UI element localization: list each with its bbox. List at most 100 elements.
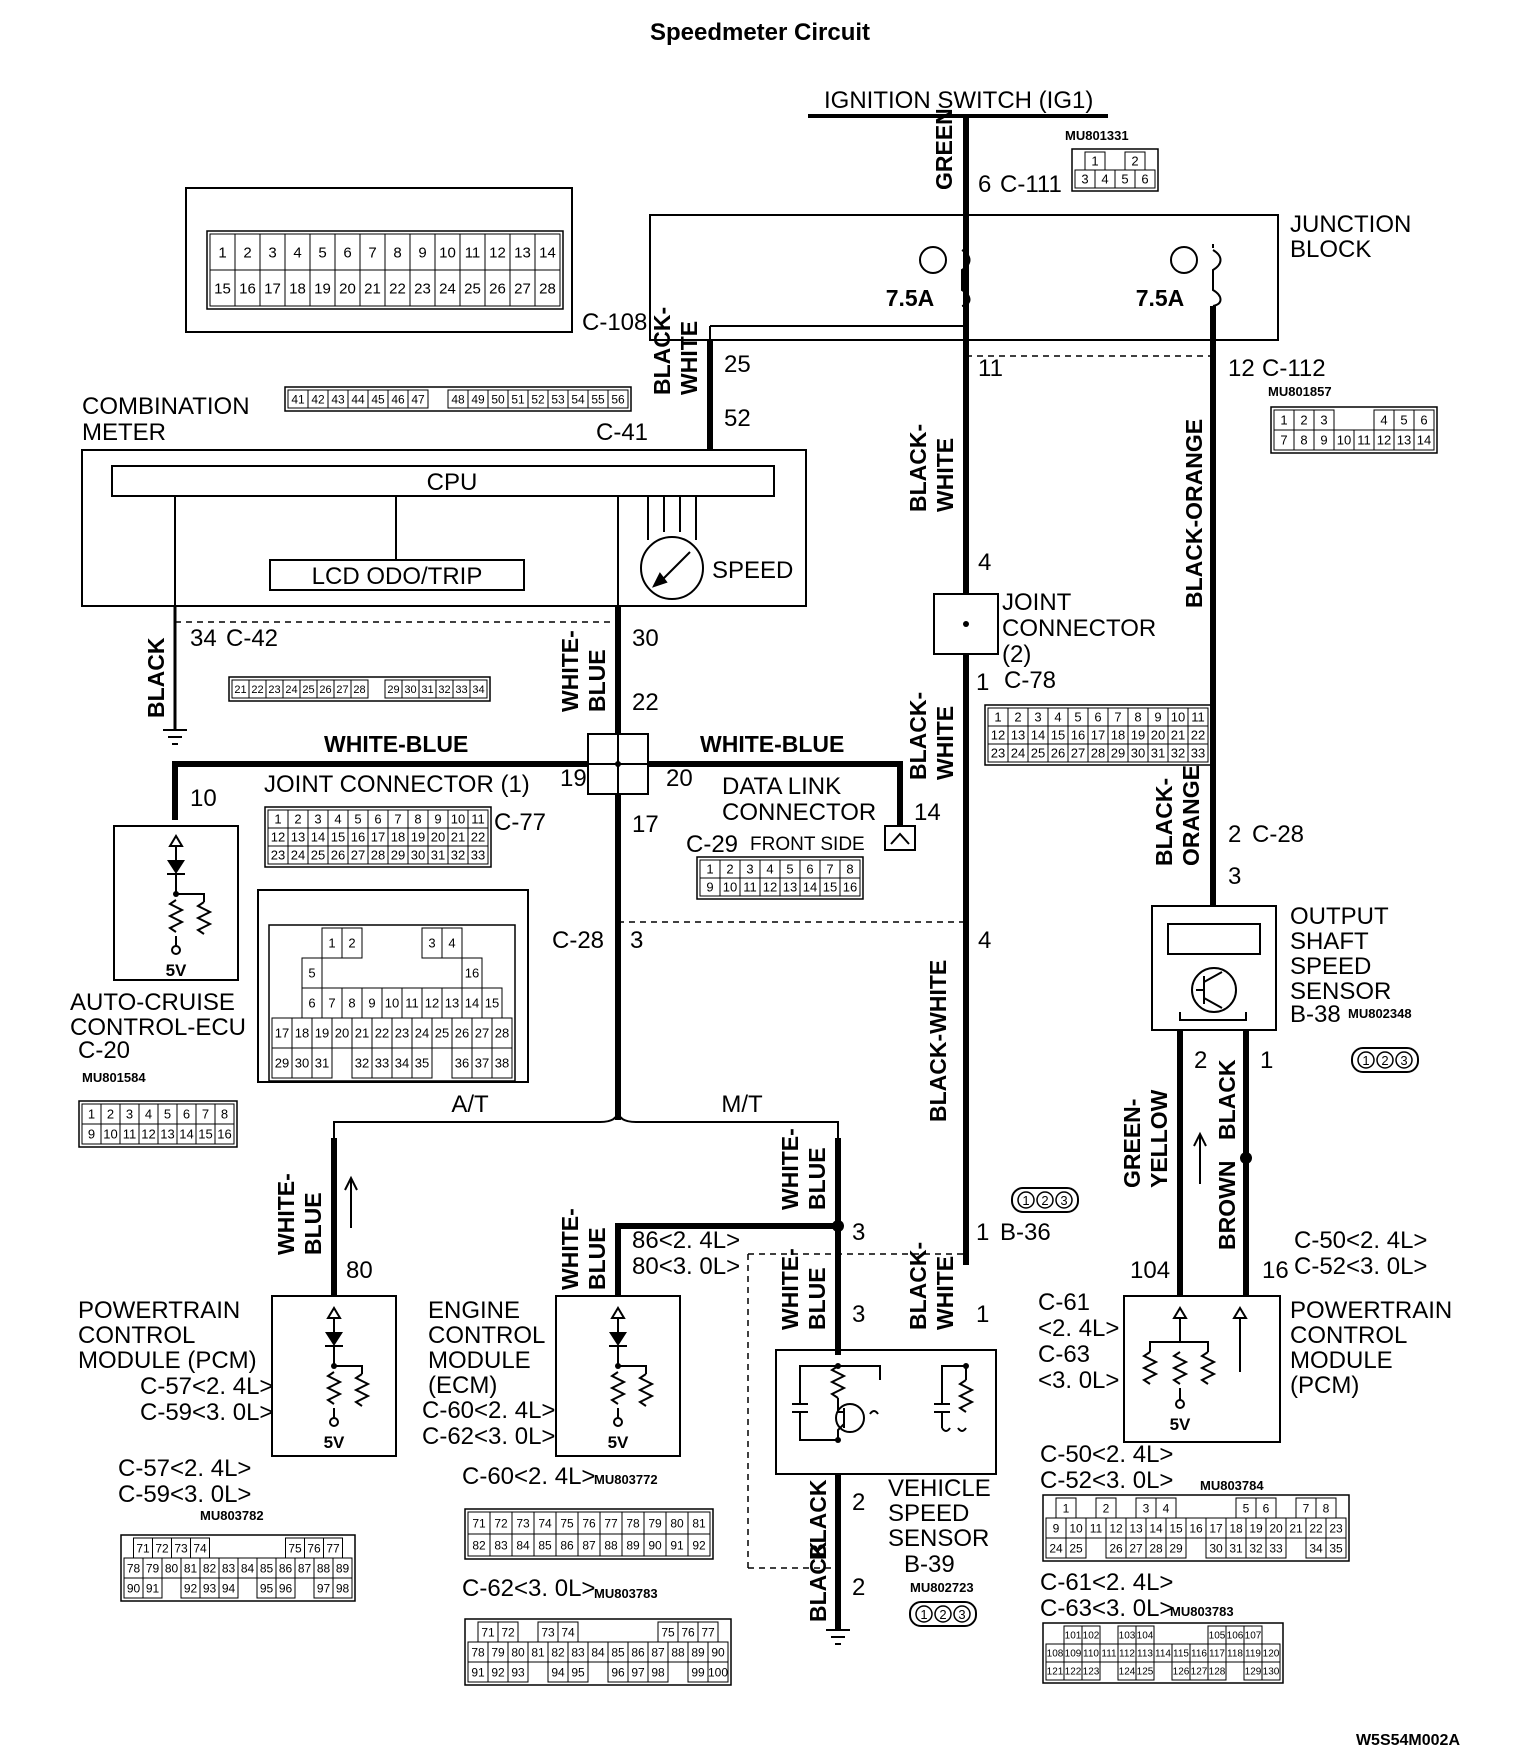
pin-number: 90 (648, 1538, 662, 1552)
ecm-label-1: ENGINE (428, 1297, 520, 1324)
pin-number: 1 (274, 812, 281, 827)
pin-number: 8 (393, 244, 401, 261)
pin-number: 1 (88, 1107, 95, 1122)
pin-cell (1357, 1051, 1375, 1069)
c62-face-label: C-62<3. 0L> (462, 1575, 595, 1602)
pin-number: 88 (604, 1538, 618, 1552)
connector-c41-label: C-41 (596, 419, 648, 446)
pin-number: 27 (475, 1026, 489, 1041)
pin-number: 2 (1103, 1501, 1110, 1515)
pin-104: 104 (1130, 1257, 1170, 1284)
pin-number: 114 (1155, 1649, 1171, 1660)
pin-30: 30 (632, 625, 659, 652)
pcm-right-label-3: MODULE (1290, 1347, 1393, 1374)
fuse-22-rating: 7.5A (1136, 285, 1185, 311)
pin-number: 19 (315, 1026, 329, 1041)
diode-icon (325, 1332, 343, 1346)
pin-number: 95 (571, 1665, 585, 1679)
pin-6: 6 (978, 171, 991, 198)
pin-number: 80 (670, 1516, 684, 1530)
pin-number: 17 (275, 1026, 289, 1041)
pcm-right-circuit: 5V (1141, 1306, 1248, 1434)
pin-number: 18 (295, 1026, 309, 1041)
auto-cruise-ecu-circuit: 5V (166, 834, 213, 980)
pin-number: 93 (511, 1665, 525, 1679)
ecm-circuit: 5V (608, 1306, 655, 1452)
fuse-22-icon (1212, 249, 1222, 307)
pin-number: 16 (217, 1127, 231, 1142)
partno-c20: MU801584 (82, 1070, 146, 1085)
pin-number: 4 (1101, 172, 1108, 187)
wire-color-gy-a: GREEN- (1119, 1099, 1145, 1188)
pin-number: 12 (271, 830, 285, 845)
pin-number: 84 (516, 1538, 530, 1552)
auto-cruise-label-1: AUTO-CRUISE (70, 989, 235, 1016)
pin-number: 91 (471, 1665, 485, 1679)
pin-number: 1 (1063, 1501, 1070, 1515)
wire-color-gy-b: YELLOW (1146, 1089, 1172, 1188)
pin-2-ground: 2 (852, 1574, 865, 1601)
pin-number: 30 (411, 848, 425, 863)
pin-number: 110 (1083, 1649, 1099, 1660)
pin-number: 52 (531, 392, 545, 406)
pin-number: 32 (355, 1056, 369, 1071)
pin-number: 19 (1131, 728, 1145, 743)
signal-arrow-up-icon (344, 1175, 358, 1228)
pin-number: 15 (331, 830, 345, 845)
pin-number: 5 (354, 812, 361, 827)
connector-outline (1351, 1047, 1419, 1073)
pin-cell (350, 679, 369, 699)
connector-outline (120, 1534, 356, 1602)
pin-number: 8 (221, 1107, 228, 1122)
resistor-icon (637, 1373, 655, 1407)
pin-number: 74 (561, 1625, 575, 1639)
connector-c42-label: C-42 (226, 625, 278, 652)
input-terminal (168, 834, 184, 847)
supply-node (329, 1417, 339, 1427)
wire-color-wb-ecm-b: BLUE (584, 1227, 610, 1290)
pin-cell (1135, 1661, 1155, 1681)
ecm-c60: C-60<2. 4L> (422, 1397, 555, 1424)
pin-number: 28 (1091, 746, 1105, 761)
pin-cell (534, 269, 561, 307)
pin-number: 93 (203, 1581, 217, 1595)
pin-number: 122 (1065, 1667, 1082, 1678)
pin-number: 8 (414, 812, 421, 827)
jc1-node (615, 761, 621, 767)
pin-number: 22 (389, 280, 406, 297)
partno-b39: MU802723 (910, 1580, 974, 1595)
coil-icon (941, 1427, 967, 1432)
pin-number: 25 (1069, 1541, 1083, 1555)
pin-cell (1081, 1661, 1101, 1681)
jc2-node (963, 621, 969, 627)
pin-number: 17 (1209, 1521, 1223, 1535)
wire-color-bo-1: BLACK-ORANGE (1181, 419, 1207, 608)
pin-number: 72 (494, 1516, 508, 1530)
oss-element (1167, 923, 1261, 955)
pin-number: 75 (288, 1541, 302, 1555)
ground-symbol-2 (826, 1629, 850, 1645)
pin-1-oss: 1 (1260, 1047, 1273, 1074)
pin-number: 86 (279, 1561, 293, 1575)
pin-number: 25 (464, 280, 481, 297)
pin-number: 34 (1309, 1541, 1323, 1555)
wire-wb-to-dlc (648, 761, 903, 826)
connector-outline (284, 386, 632, 412)
connector-outline (1011, 1187, 1079, 1213)
wire-color-wb-vss-b: BLUE (804, 1267, 830, 1330)
pin-cell (1065, 1537, 1087, 1559)
connector-b38-label: B-38 (1290, 1001, 1341, 1028)
pin-number: 10 (1171, 710, 1185, 725)
pin-number: 9 (706, 880, 713, 895)
pin-number: 16 (239, 280, 256, 297)
pin-number: 109 (1065, 1649, 1082, 1660)
pin-number: 4 (293, 244, 301, 261)
pin-number: 75 (560, 1516, 574, 1530)
pin-number: 12 (763, 880, 777, 895)
pin-number: 55 (591, 392, 605, 406)
pin-cell (567, 1661, 589, 1683)
